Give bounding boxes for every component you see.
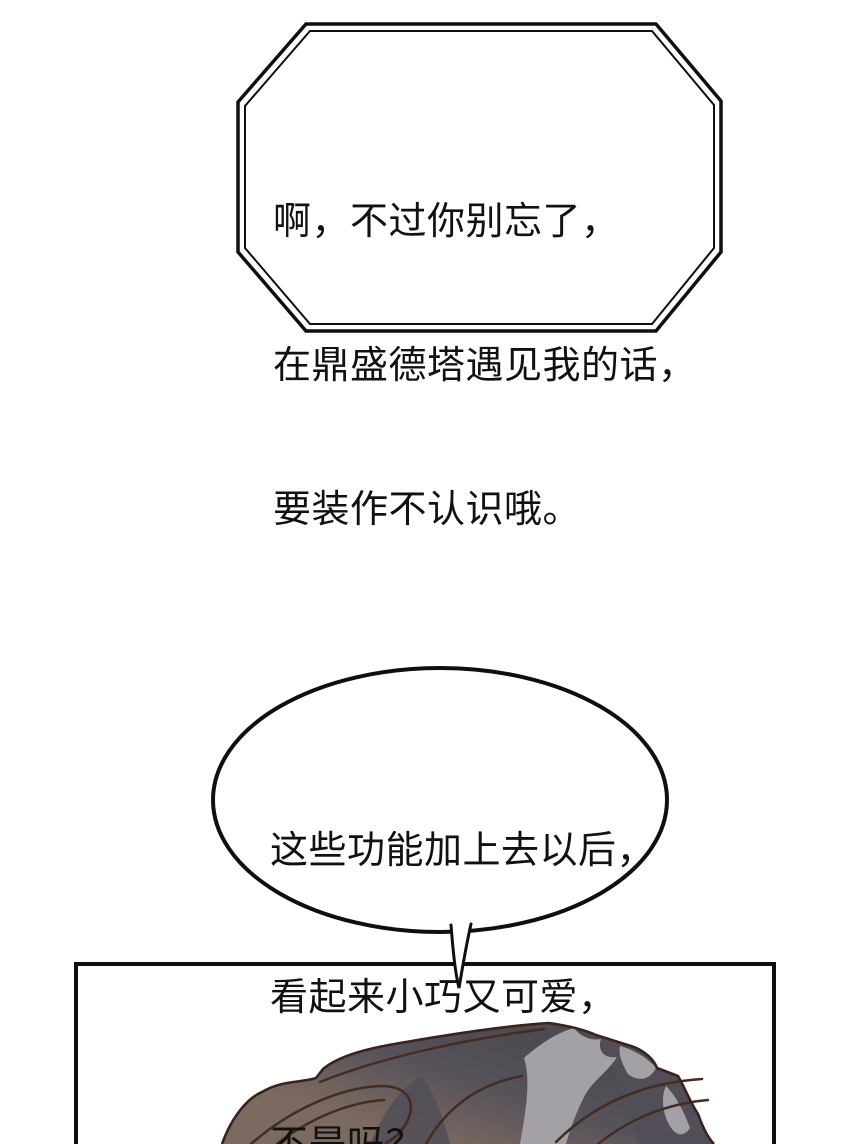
- panel-border: [74, 962, 776, 1144]
- hair-highlight-right-lower: [663, 1086, 690, 1135]
- bubble-tail: [449, 922, 473, 989]
- hair-outline: [220, 1021, 715, 1144]
- speech-line: 这些功能加上去以后，: [270, 830, 656, 872]
- speech-line: 看起来小巧又可爱，: [270, 977, 617, 1019]
- octagon-bubble-outer-border: [236, 22, 723, 333]
- ellipse-bubble-border: [211, 666, 669, 934]
- hair-highlight-right-upper: [619, 1046, 656, 1079]
- hair-strand-left-inner: [275, 1098, 386, 1144]
- speech-line: 在鼎盛德塔遇见我的话，: [273, 345, 697, 387]
- octagon-speech-bubble: [236, 22, 723, 333]
- ellipse-bubble-text: 这些功能加上去以后， 看起来小巧又可爱， 不是吗？: [270, 729, 655, 1144]
- speech-line: 啊，不过你别忘了，: [273, 201, 620, 243]
- speech-line: 不是吗？: [270, 1121, 655, 1144]
- octagon-bubble-text: 啊，不过你别忘了， 在鼎盛德塔遇见我的话， 要装作不认识哦。: [273, 102, 697, 630]
- octagon-bubble-inner-border: [244, 30, 715, 325]
- panel-frame: [74, 962, 776, 1144]
- hair-strand-top-left: [318, 1027, 546, 1084]
- character-hair-artwork: [220, 1021, 715, 1144]
- ellipse-speech-bubble: [211, 666, 669, 989]
- hair-strand-center: [424, 1074, 524, 1144]
- hair-strand-right-parallel: [596, 1098, 710, 1144]
- speech-line: 要装作不认识哦。: [273, 489, 582, 531]
- hair-highlight-large: [520, 1028, 617, 1144]
- hair-strand-left-curl: [249, 1084, 413, 1144]
